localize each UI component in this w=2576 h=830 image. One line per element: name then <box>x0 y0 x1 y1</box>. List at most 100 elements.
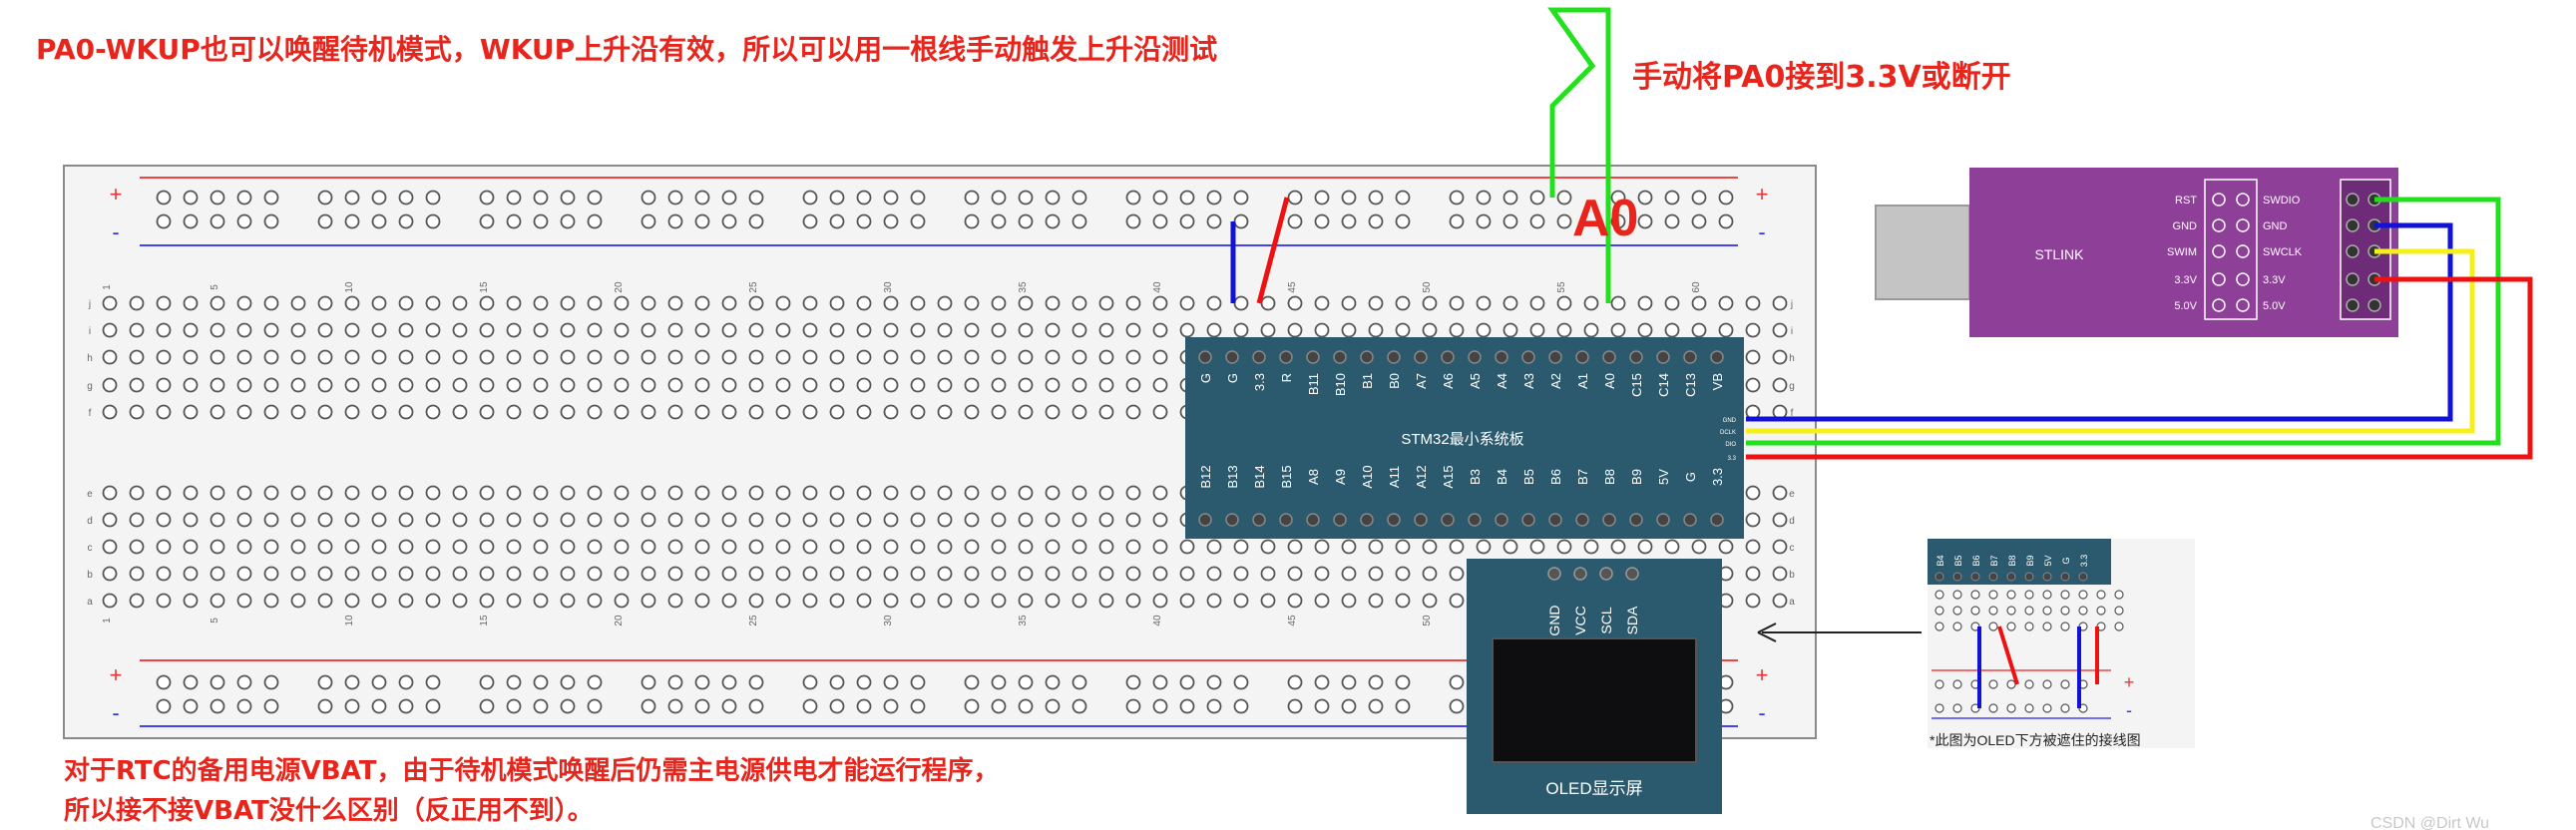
breadboard-hole <box>371 377 387 393</box>
breadboard-hole <box>533 539 549 555</box>
breadboard-hole <box>1341 213 1357 229</box>
breadboard-hole <box>1745 566 1761 582</box>
breadboard-hole <box>1745 349 1761 365</box>
breadboard-hole <box>344 377 360 393</box>
breadboard-hole <box>667 295 683 311</box>
row-letter: e <box>1789 489 1795 500</box>
breadboard-hole <box>694 295 710 311</box>
stm32-pin <box>1629 350 1643 364</box>
breadboard-hole <box>1476 295 1492 311</box>
stm32-pin <box>1629 513 1643 527</box>
breadboard-hole <box>317 512 333 528</box>
breadboard-hole <box>694 322 710 338</box>
breadboard-hole <box>1503 322 1518 338</box>
breadboard-hole <box>614 539 630 555</box>
breadboard-hole <box>587 674 603 690</box>
breadboard-hole <box>398 674 414 690</box>
breadboard-hole <box>263 404 279 420</box>
breadboard-hole <box>506 593 522 609</box>
breadboard-hole <box>1072 322 1087 338</box>
rail-plus-top-right: + <box>1756 182 1769 207</box>
breadboard-hole <box>479 485 495 501</box>
breadboard-hole <box>856 190 872 206</box>
breadboard-hole <box>263 213 279 229</box>
stm32-pin <box>1279 513 1293 527</box>
breadboard-hole <box>506 539 522 555</box>
breadboard-hole <box>129 512 145 528</box>
column-number: 25 <box>748 281 759 293</box>
breadboard-hole <box>694 674 710 690</box>
breadboard-hole <box>856 377 872 393</box>
breadboard-hole <box>721 698 737 714</box>
breadboard-hole <box>587 349 603 365</box>
breadboard-hole <box>1045 377 1061 393</box>
breadboard-hole <box>775 539 791 555</box>
stm32-pin-label: B10 <box>1333 373 1348 396</box>
breadboard-hole <box>317 295 333 311</box>
breadboard-hole <box>263 539 279 555</box>
breadboard-hole <box>802 213 818 229</box>
breadboard-hole <box>641 512 656 528</box>
inset-hole <box>1934 606 1944 616</box>
row-letter: c <box>1790 543 1795 554</box>
breadboard-hole <box>452 404 468 420</box>
stlink-left-pin <box>2212 244 2226 258</box>
breadboard-hole <box>452 593 468 609</box>
breadboard-hole <box>802 349 818 365</box>
breadboard-hole <box>856 674 872 690</box>
breadboard-hole <box>479 349 495 365</box>
breadboard-hole <box>425 539 441 555</box>
breadboard-hole <box>1341 674 1357 690</box>
column-number: 50 <box>1422 615 1433 626</box>
column-number: 35 <box>1018 615 1029 626</box>
breadboard-hole <box>641 190 656 206</box>
breadboard-hole <box>802 295 818 311</box>
breadboard-hole <box>937 404 953 420</box>
breadboard-hole <box>1529 213 1545 229</box>
breadboard-hole <box>560 295 576 311</box>
breadboard-hole <box>614 295 630 311</box>
breadboard-hole <box>317 566 333 582</box>
breadboard-hole <box>1556 190 1572 206</box>
breadboard-hole <box>1556 213 1572 229</box>
breadboard-hole <box>667 322 683 338</box>
breadboard-hole <box>1610 539 1626 555</box>
breadboard-hole <box>721 404 737 420</box>
breadboard-hole <box>1368 539 1384 555</box>
inset-pin <box>2060 572 2070 582</box>
breadboard-hole <box>964 377 980 393</box>
breadboard-hole <box>1691 190 1707 206</box>
breadboard-hole <box>1260 539 1276 555</box>
stm32-pin-label: A12 <box>1414 465 1429 488</box>
breadboard-hole <box>452 566 468 582</box>
breadboard-hole <box>1260 593 1276 609</box>
breadboard-hole <box>1260 566 1276 582</box>
stm32-pin-label: A15 <box>1441 465 1456 488</box>
stlink-right-pin <box>2346 218 2360 232</box>
inset-caption: *此图为OLED下方被遮住的接线图 <box>1930 732 2141 748</box>
breadboard-hole <box>937 485 953 501</box>
breadboard-hole <box>587 295 603 311</box>
breadboard-hole <box>371 322 387 338</box>
breadboard-hole <box>1125 190 1141 206</box>
breadboard-hole <box>1287 674 1303 690</box>
breadboard-hole <box>506 698 522 714</box>
breadboard-hole <box>1152 674 1168 690</box>
breadboard-hole <box>1179 190 1195 206</box>
inset-pin <box>1934 572 1944 582</box>
stm32-pin-label: G <box>1225 373 1240 383</box>
breadboard-hole <box>1098 485 1114 501</box>
column-number: 5 <box>210 618 220 623</box>
breadboard-hole <box>210 698 225 714</box>
breadboard-hole <box>802 512 818 528</box>
column-number: 1 <box>102 284 113 290</box>
column-number: 55 <box>1556 281 1567 293</box>
breadboard-hole <box>210 213 225 229</box>
column-number: 25 <box>748 615 759 626</box>
breadboard-hole <box>1260 295 1276 311</box>
breadboard-hole <box>1449 593 1465 609</box>
breadboard-hole <box>1206 698 1222 714</box>
breadboard-hole <box>937 377 953 393</box>
